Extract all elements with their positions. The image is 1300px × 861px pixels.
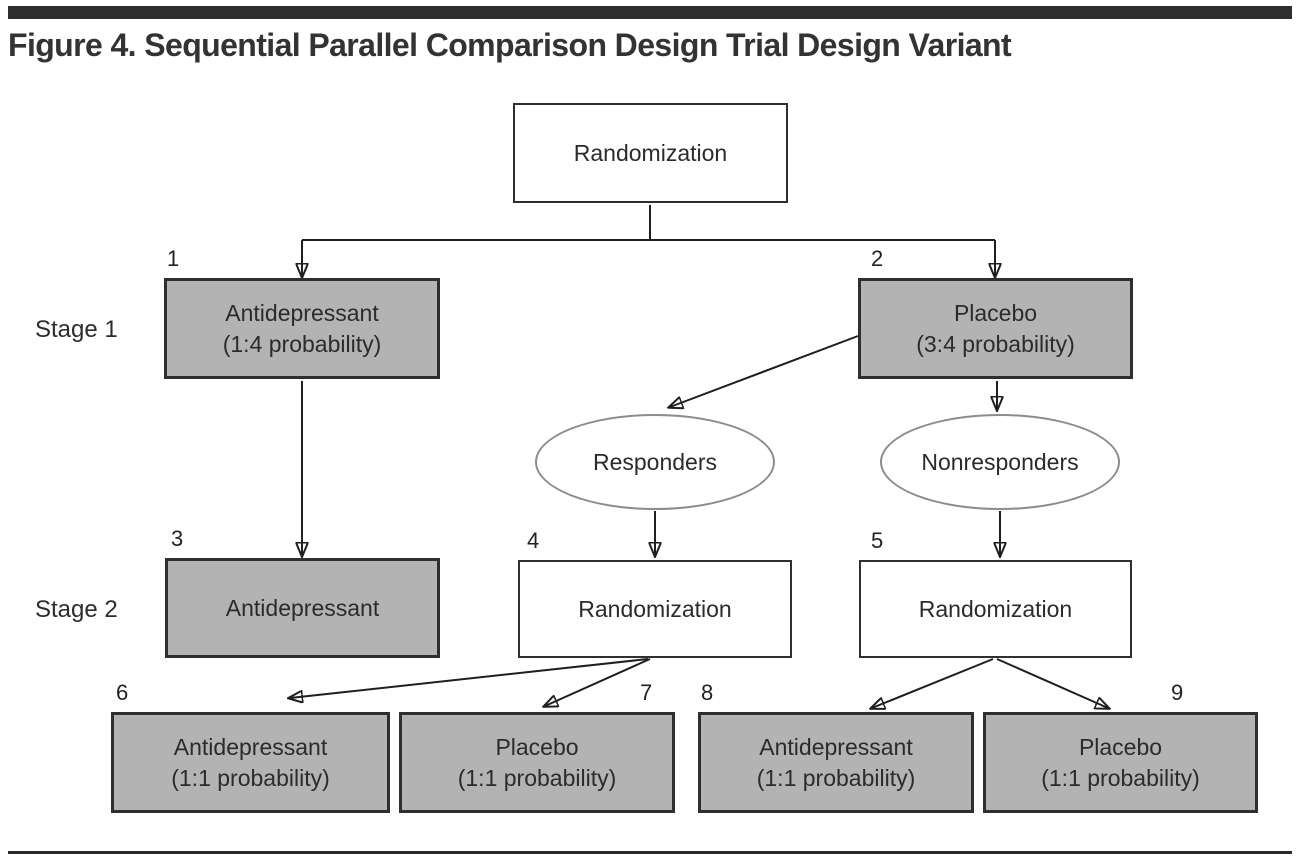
arm8-probability: (1:1 probability) [756,764,916,791]
node-number-2: 2 [871,246,884,271]
stage-2-label: Stage 2 [35,596,118,623]
randomization-top-box: Randomization [513,103,788,203]
node-number-1: 1 [167,246,180,271]
connector-randomization-split [302,205,995,241]
stage1-placebo-probability: (3:4 probability) [916,330,1075,357]
arm9-probability: (1:1 probability) [1041,764,1200,791]
arm8-antidepressant-box: Antidepressant (1:1 probability) [698,712,974,813]
figure-title: Figure 4. Sequential Parallel Comparison… [8,27,1012,63]
arrow-rand4-to-arm6 [290,658,649,698]
arm7-placebo-box: Placebo (1:1 probability) [399,712,675,813]
arrow-placebo-to-responders [670,335,859,407]
stage1-placebo-label: Placebo [953,299,1038,326]
stage1-placebo-box: Placebo (3:4 probability) [858,278,1133,379]
stage2-antidepressant-label: Antidepressant [225,594,380,621]
arm9-label: Placebo [1078,733,1163,760]
responders-randomization-label: Randomization [578,595,732,622]
arm8-label: Antidepressant [759,733,913,760]
nonresponders-ellipse: Nonresponders [880,414,1120,510]
stage1-antidepressant-label: Antidepressant [225,299,379,326]
bottom-rule [8,851,1292,854]
nonresponders-randomization-box: Randomization [859,560,1132,658]
stage2-antidepressant-box: Antidepressant [165,558,440,658]
arm6-antidepressant-box: Antidepressant (1:1 probability) [111,712,390,813]
arm9-placebo-box: Placebo (1:1 probability) [983,712,1258,813]
node-number-4: 4 [527,528,540,553]
stage1-antidepressant-probability: (1:4 probability) [222,330,382,357]
node-number-6: 6 [116,680,129,705]
randomization-top-label: Randomization [573,139,728,166]
responders-ellipse: Responders [535,414,775,510]
arm6-label: Antidepressant [173,733,328,760]
node-number-7: 7 [640,680,653,705]
top-rule [8,6,1292,19]
arm7-label: Placebo [495,733,579,760]
node-number-8: 8 [701,680,714,705]
arm6-probability: (1:1 probability) [171,764,330,791]
nonresponders-randomization-label: Randomization [918,595,1073,622]
stage-1-label: Stage 1 [35,316,118,343]
arrow-rand4-to-arm7 [545,658,651,706]
nonresponders-label: Nonresponders [921,448,1079,475]
arm7-probability: (1:1 probability) [457,764,617,791]
responders-randomization-box: Randomization [518,560,792,658]
responders-label: Responders [592,448,718,475]
arrow-rand5-to-arm8 [872,658,994,708]
stage1-antidepressant-box: Antidepressant (1:4 probability) [164,278,440,379]
arrow-rand5-to-arm9 [996,658,1108,708]
node-number-9: 9 [1171,680,1184,705]
node-number-5: 5 [871,528,884,553]
node-number-3: 3 [171,526,184,551]
